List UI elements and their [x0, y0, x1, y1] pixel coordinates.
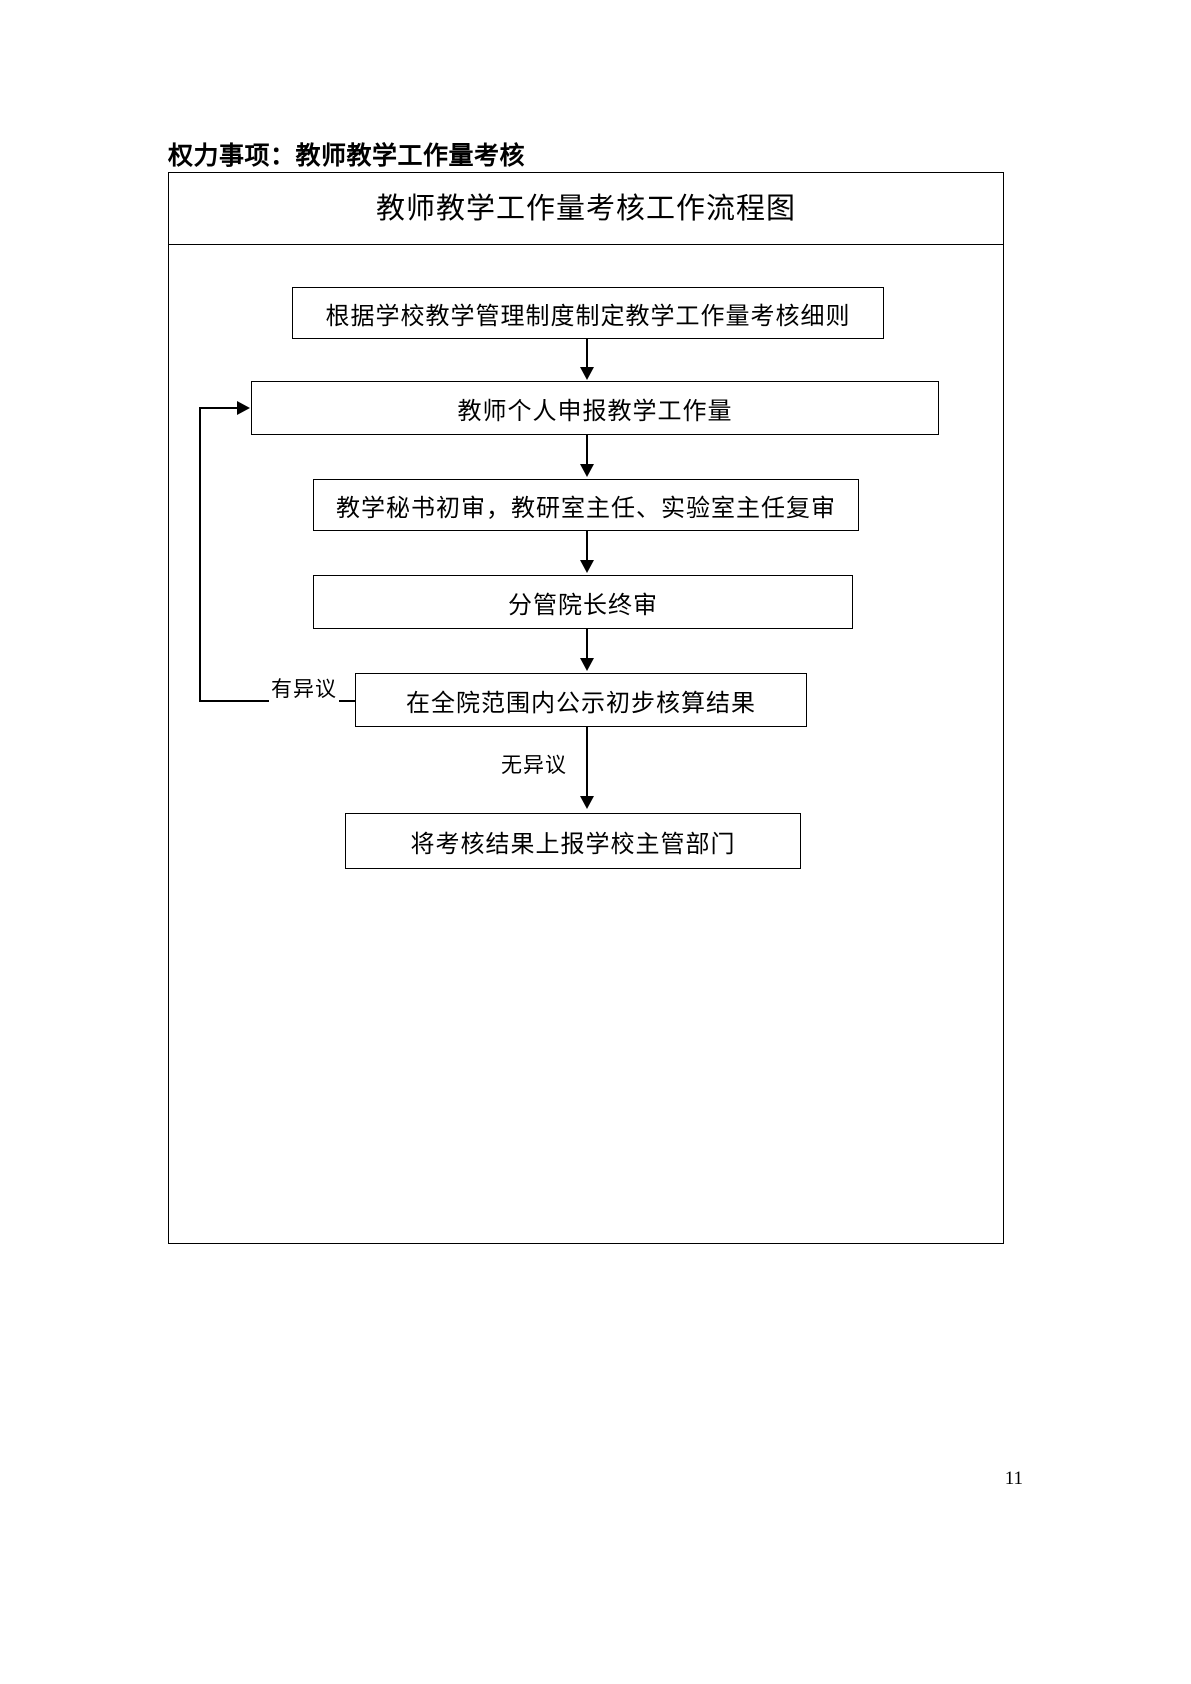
connector-n5-n6-arrowhead — [580, 796, 594, 809]
flow-node-label: 教学秘书初审，教研室主任、实验室主任复审 — [336, 495, 836, 522]
connector-n4-n5-arrowhead — [580, 658, 594, 671]
flow-node-label: 将考核结果上报学校主管部门 — [410, 831, 736, 858]
flowchart-title: 教师教学工作量考核工作流程图 — [169, 173, 1003, 245]
connector-n3-n4-arrowhead — [580, 560, 594, 573]
flow-node-first-review[interactable]: 教学秘书初审，教研室主任、实验室主任复审 — [313, 479, 859, 531]
page-number: 11 — [1004, 1468, 1023, 1489]
flow-node-publicize-results[interactable]: 在全院范围内公示初步核算结果 — [355, 673, 807, 727]
connector-n1-n2-arrowhead — [580, 367, 594, 380]
flow-node-teacher-declaration[interactable]: 教师个人申报教学工作量 — [251, 381, 939, 435]
connector-objection-arrowhead — [237, 401, 250, 415]
flow-node-label: 教师个人申报教学工作量 — [457, 398, 733, 425]
flowchart-frame: 教师教学工作量考核工作流程图 根据学校教学管理制度制定教学工作量考核细则 教师个… — [168, 172, 1004, 1244]
connector-objection-horizontal-top — [199, 407, 239, 409]
connector-n1-n2-line — [586, 339, 588, 369]
connector-objection-vertical — [199, 407, 201, 702]
edge-label-no-objection: 无异议 — [499, 749, 569, 779]
flow-node-report-to-school[interactable]: 将考核结果上报学校主管部门 — [345, 813, 801, 869]
flow-node-label: 根据学校教学管理制度制定教学工作量考核细则 — [325, 303, 851, 330]
flow-node-label: 分管院长终审 — [508, 592, 658, 619]
connector-n3-n4-line — [586, 531, 588, 561]
flow-node-establish-rules[interactable]: 根据学校教学管理制度制定教学工作量考核细则 — [292, 287, 884, 339]
flow-node-final-review[interactable]: 分管院长终审 — [313, 575, 853, 629]
edge-label-objection: 有异议 — [269, 673, 339, 703]
page-title: 权力事项：教师教学工作量考核 — [168, 142, 526, 170]
connector-n5-n6-line — [586, 727, 588, 797]
connector-n2-n3-arrowhead — [580, 464, 594, 477]
flowchart-canvas: 根据学校教学管理制度制定教学工作量考核细则 教师个人申报教学工作量 教学秘书初审… — [169, 245, 1005, 1243]
flow-node-label: 在全院范围内公示初步核算结果 — [406, 690, 756, 717]
connector-n4-n5-line — [586, 629, 588, 659]
connector-n2-n3-line — [586, 435, 588, 465]
